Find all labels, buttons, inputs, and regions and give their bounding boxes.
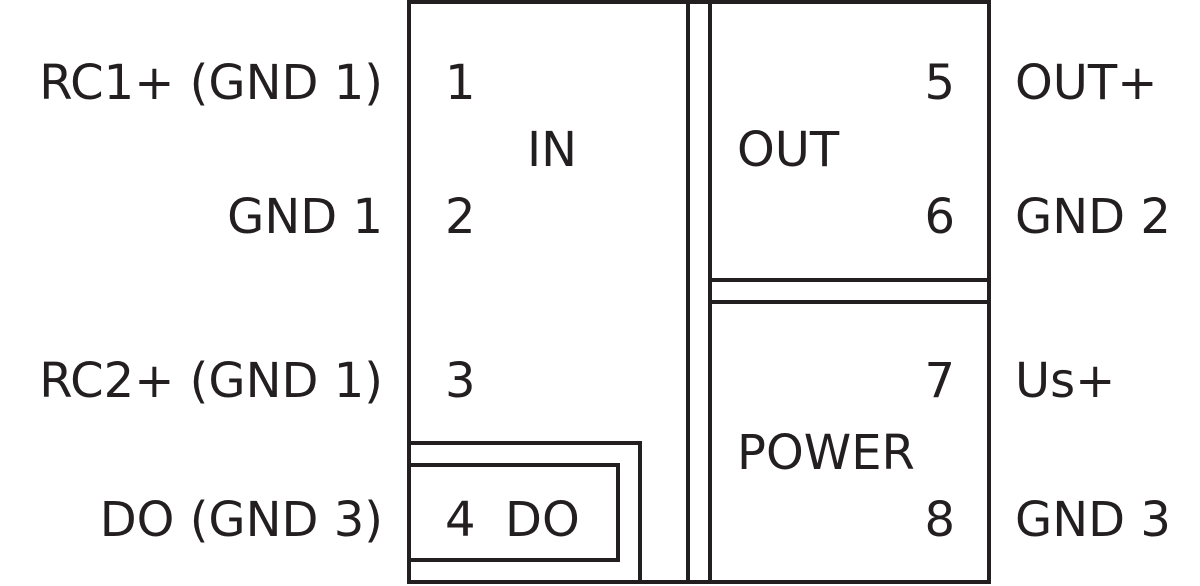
pin-2: 2: [445, 189, 476, 245]
label-gnd1: GND 1: [227, 189, 383, 245]
label-rc2-plus: RC2+ (GND 1): [39, 353, 383, 409]
pin-4: 4: [445, 492, 476, 548]
block-out: OUT: [737, 122, 840, 178]
pin-5: 5: [924, 55, 955, 111]
block-in: IN: [527, 122, 577, 178]
pin-6: 6: [924, 189, 955, 245]
pin-3: 3: [445, 353, 476, 409]
label-out-plus: OUT+: [1015, 55, 1157, 111]
block-power: POWER: [737, 425, 915, 481]
label-rc1-plus: RC1+ (GND 1): [39, 55, 383, 111]
diagram-frame: [407, 0, 991, 584]
pin-1: 1: [445, 55, 476, 111]
do-outer-frame: [409, 441, 642, 582]
label-us-plus: Us+: [1015, 353, 1115, 409]
pin-7: 7: [924, 353, 955, 409]
label-gnd2: GND 2: [1015, 189, 1171, 245]
pin-8: 8: [924, 492, 955, 548]
block-do: DO: [505, 492, 580, 548]
label-do: DO (GND 3): [100, 492, 383, 548]
outer-housing: [407, 0, 991, 584]
do-inner-frame: [409, 463, 620, 562]
label-gnd3: GND 3: [1015, 492, 1171, 548]
